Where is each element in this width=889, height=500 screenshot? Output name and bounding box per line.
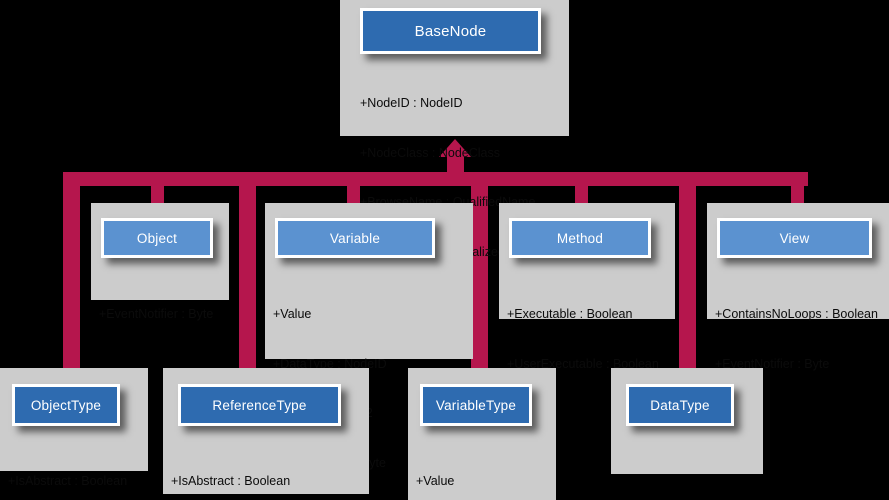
- class-view[interactable]: View +ContainsNoLoops : Boolean +EventNo…: [707, 203, 889, 371]
- class-view-header[interactable]: View: [717, 218, 872, 258]
- connector-object: [151, 172, 164, 210]
- class-objecttype[interactable]: ObjectType +IsAbstract : Boolean: [0, 368, 148, 488]
- class-method-name: Method: [556, 230, 604, 246]
- attribute: +NodeID : NodeID: [360, 96, 463, 110]
- attribute: +IsAbstract : Boolean: [8, 474, 128, 488]
- class-object[interactable]: Object +EventNotifier : Byte: [91, 203, 229, 321]
- generalization-arrow-head: [439, 139, 471, 157]
- class-datatype-header[interactable]: DataType: [626, 384, 734, 426]
- connector-view: [791, 172, 804, 210]
- class-datatype[interactable]: DataType: [611, 368, 763, 474]
- class-method-header[interactable]: Method: [509, 218, 651, 258]
- class-objecttype-header[interactable]: ObjectType: [12, 384, 120, 426]
- attribute: +Value: [273, 307, 312, 321]
- attribute: +EventNotifier : Byte: [99, 307, 214, 321]
- class-variable-name: Variable: [329, 230, 381, 246]
- attribute: +EventNotifier : Byte: [715, 356, 830, 371]
- class-referencetype-name: ReferenceType: [212, 397, 307, 413]
- connector-referencetype: [239, 172, 256, 375]
- attribute: +Executable : Boolean: [507, 307, 633, 321]
- class-variable[interactable]: Variable +Value +DataType : NodeID +Arra…: [265, 203, 473, 470]
- class-variabletype-attributes: +Value +DataType : NodeID +ArraySize : I…: [416, 440, 535, 500]
- class-referencetype-header[interactable]: ReferenceType: [178, 384, 341, 426]
- class-basenode[interactable]: BaseNode +NodeID : NodeID +NodeClass : N…: [340, 0, 569, 259]
- class-referencetype[interactable]: ReferenceType +IsAbstract : Boolean +Sym…: [163, 368, 369, 494]
- attribute: +UserExecutable : Boolean: [507, 356, 659, 371]
- connector-variable: [347, 172, 360, 210]
- class-basenode-name: BaseNode: [414, 22, 487, 40]
- class-view-name: View: [779, 230, 810, 246]
- connector-objecttype: [63, 172, 80, 375]
- class-objecttype-name: ObjectType: [30, 397, 102, 413]
- connector-method: [575, 172, 588, 210]
- class-referencetype-attributes: +IsAbstract : Boolean +Symetric : Boolea…: [171, 440, 339, 500]
- class-variabletype-name: VariableType: [435, 397, 517, 413]
- class-variable-header[interactable]: Variable: [275, 218, 435, 258]
- class-method[interactable]: Method +Executable : Boolean +UserExecut…: [499, 203, 675, 371]
- class-method-attributes: +Executable : Boolean +UserExecutable : …: [507, 273, 659, 405]
- attribute: +DataType : NodeID: [273, 356, 387, 371]
- attribute: +NodeClass : NodeClass: [360, 145, 500, 160]
- attribute: +Value: [416, 474, 455, 488]
- attribute: +IsAbstract : Boolean: [171, 474, 291, 488]
- connector-variabletype: [471, 172, 488, 375]
- class-object-header[interactable]: Object: [101, 218, 213, 258]
- class-view-attributes: +ContainsNoLoops : Boolean +EventNotifie…: [715, 273, 878, 405]
- class-variabletype[interactable]: VariableType +Value +DataType : NodeID +…: [408, 368, 556, 500]
- class-datatype-name: DataType: [650, 397, 710, 413]
- attribute: +ContainsNoLoops : Boolean: [715, 307, 878, 321]
- class-variabletype-header[interactable]: VariableType: [420, 384, 532, 426]
- class-object-name: Object: [136, 230, 178, 246]
- class-basenode-header[interactable]: BaseNode: [360, 8, 541, 54]
- class-objecttype-attributes: +IsAbstract : Boolean: [8, 440, 127, 500]
- connector-datatype: [679, 172, 696, 375]
- class-object-attributes: +EventNotifier : Byte: [99, 273, 213, 356]
